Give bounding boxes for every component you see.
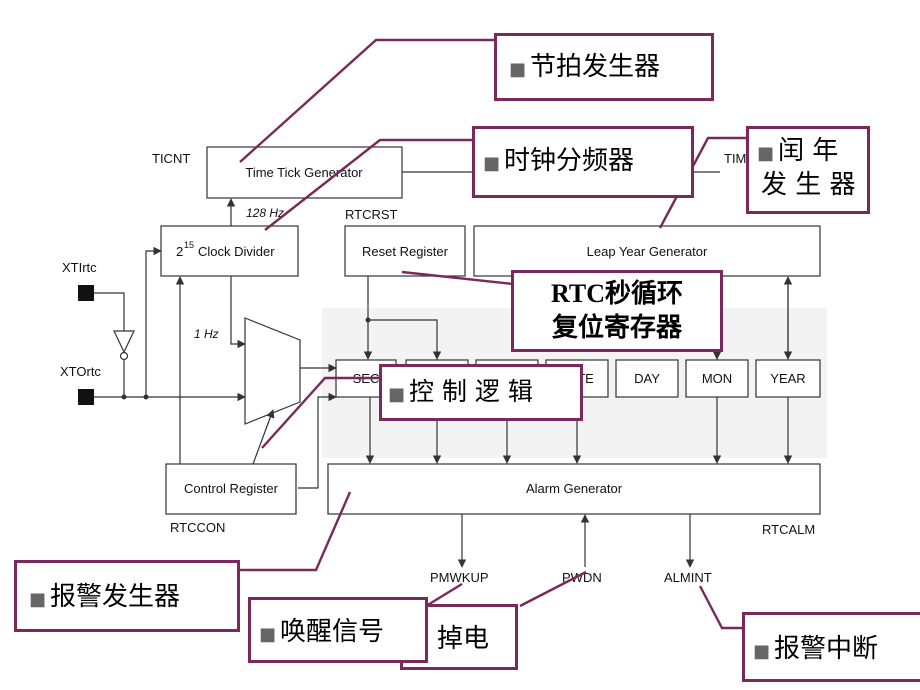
rtcalm-label: RTCALM [762,522,815,537]
day-label: DAY [634,371,660,386]
ticnt-label: TICNT [152,151,190,166]
callout-leap-year-line1: 闰 年 [778,136,839,166]
callout-leap-year-line2: 发 生 器 [761,169,856,200]
hz128-label: 128 Hz [246,206,284,220]
time-tick-generator-block [206,146,403,199]
day-register [615,359,679,398]
pmwkup-label: PMWKUP [430,570,489,585]
oscillator-inverter [113,330,135,354]
clock-mux [244,317,301,425]
callout-control-logic-text: 控 制 逻 辑 [409,377,533,406]
xtirtc-pin [78,285,94,301]
xtortc-label: XTOrtc [60,364,101,379]
callout-beat-generator: ■节拍发生器 [494,33,714,101]
pwdn-label: PWDN [562,570,602,585]
rtcrst-label: RTCRST [345,207,398,222]
alarm-generator-label: Alarm Generator [526,481,623,496]
hz1-label: 1 Hz [194,327,219,341]
year-register [755,359,821,398]
reset-register-label: Reset Register [362,244,449,259]
tim-label: TIM [724,151,746,166]
control-register-block [165,463,297,515]
callout-rtc-reset-line1: RTC秒循环 [551,279,683,308]
callout-beat-generator-text: 节拍发生器 [530,52,661,82]
callout-control-logic: ■控 制 逻 辑 [379,364,583,421]
bullet-icon: ■ [483,153,501,174]
clock-divider-base: 2 [176,244,183,259]
reset-register-block [344,225,466,277]
control-register-label: Control Register [184,481,279,496]
mon-register [685,359,749,398]
callout-leaders [239,38,748,630]
callout-clock-divider: ■时钟分频器 [472,126,694,198]
rtccon-label: RTCCON [170,520,225,535]
bullet-icon: ■ [259,624,277,645]
clock-divider-label: Clock Divider [198,244,275,259]
callout-clock-divider-text: 时钟分频器 [504,146,635,176]
bullet-icon: ■ [29,589,47,610]
alarm-generator-block [327,463,821,515]
year-label: YEAR [770,371,805,386]
xtortc-pin [78,389,94,405]
leap-year-generator-block [473,225,821,277]
callout-power-down-text: 掉电 [437,624,490,654]
bullet-icon: ■ [757,143,775,164]
inverter-bubble [119,351,129,361]
callout-wakeup-signal-text: 唤醒信号 [280,617,385,647]
callout-alarm-interrupt: ■报警中断 [742,612,920,682]
callout-wakeup-signal: ■唤醒信号 [248,597,428,663]
callout-alarm-generator-text: 报警发生器 [50,582,181,612]
callout-leap-year: ■闰 年 发 生 器 [746,126,870,214]
xtirtc-label: XTIrtc [62,260,97,275]
callout-rtc-reset-register: RTC秒循环 复位寄存器 [511,270,723,352]
callout-alarm-generator: ■报警发生器 [14,560,240,632]
clock-divider-block [160,225,299,277]
callout-alarm-interrupt-text: 报警中断 [774,634,879,664]
clock-divider-exponent: 15 [184,240,194,250]
leap-year-generator-label: Leap Year Generator [587,244,708,259]
bullet-icon: ■ [509,59,527,80]
bullet-icon: ■ [388,384,406,405]
almint-label: ALMINT [664,570,712,585]
mon-label: MON [702,371,732,386]
bullet-icon: ■ [753,641,771,662]
callout-rtc-reset-line2: 复位寄存器 [551,312,682,342]
